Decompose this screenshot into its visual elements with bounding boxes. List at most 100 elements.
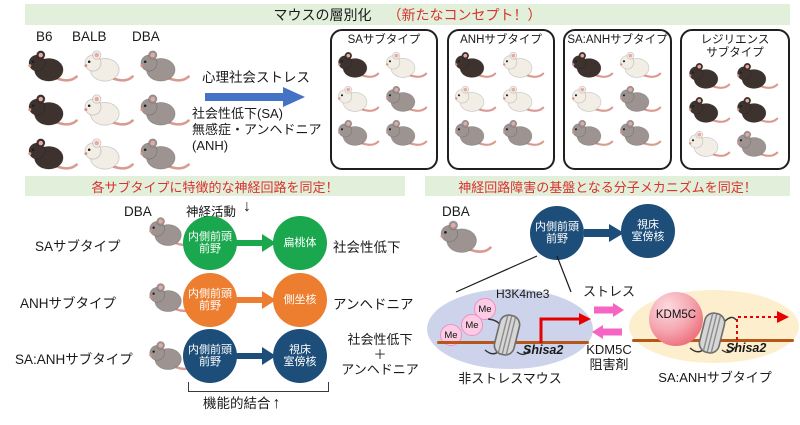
figure-title-highlight: （新たなコンセプト！） xyxy=(387,6,542,23)
mouse-icon xyxy=(503,119,545,146)
blocked-transcription-arrow-icon xyxy=(736,311,789,340)
methyl-group-icon: Me xyxy=(440,324,462,346)
brain-region-mpfc: 内側前頭前野 xyxy=(183,329,237,383)
mouse-icon xyxy=(619,119,661,146)
subtype-box-sa: SAサブタイプ xyxy=(330,29,438,170)
subtype-box-title: SAサブタイプ xyxy=(347,34,421,46)
top-title-bar: マウスの層別化 （新たなコンセプト！） xyxy=(25,4,790,25)
mechanism-mouse xyxy=(438,217,494,256)
circuit-arrow-icon xyxy=(236,347,276,365)
mouse-icon xyxy=(149,341,196,371)
strain-label-balb: BALB xyxy=(72,29,107,44)
mouse-icon xyxy=(503,51,545,78)
mouse-icon xyxy=(140,50,190,82)
mouse-icon xyxy=(338,85,380,112)
mouse-icon xyxy=(28,50,78,82)
brain-region-mpfc: 内側前頭前野 xyxy=(183,216,237,270)
circuit-outcome-sa-anh: 社会性低下 ＋ アンヘドニア xyxy=(341,332,419,377)
mouse-icon xyxy=(84,50,134,82)
functional-coupling-label: 機能的結合 ↑ xyxy=(203,395,281,412)
mouse-icon xyxy=(455,119,497,146)
subtype-mice-grid xyxy=(332,49,436,148)
mouse-icon xyxy=(28,94,78,126)
stress-label: 心理社会ストレス xyxy=(202,70,310,85)
circuit-outcome-sa: 社会性低下 xyxy=(333,240,401,255)
brain-region-pvt: 視床室傍核 xyxy=(273,329,327,383)
circuits-strain-label: DBA xyxy=(124,204,152,219)
circuit-arrow-icon xyxy=(236,291,276,309)
strain-label-b6: B6 xyxy=(36,29,53,44)
stress-right-arrow-icon xyxy=(594,303,624,317)
subtype-box-sa-anh: SA:ANHサブタイプ xyxy=(563,29,672,170)
functional-coupling-bracket xyxy=(188,382,329,392)
zoom-indicator-lines xyxy=(455,255,572,293)
mouse-icon xyxy=(571,85,613,112)
mechanism-header: 神経回路障害の基盤となる分子メカニズムを同定！ xyxy=(458,179,757,195)
mechanism-header-bar: 神経回路障害の基盤となる分子メカニズムを同定！ xyxy=(425,176,790,196)
mouse-icon xyxy=(737,96,779,123)
subtype-mice-grid xyxy=(449,49,553,148)
mouse-icon xyxy=(689,130,731,157)
strain-label-dba: DBA xyxy=(132,29,160,44)
circuit-row-mouse xyxy=(147,214,197,248)
down-arrow-icon: ↓ xyxy=(243,198,251,215)
circuits-header-bar: 各サブタイプに特徴的な神経回路を同定！ xyxy=(25,176,405,196)
stress-outcome-text: 社会性低下(SA) 無感症・アンヘドニア (ANH) xyxy=(192,106,322,153)
brain-region-mpfc: 内側前頭前野 xyxy=(530,206,584,260)
mouse-icon xyxy=(619,51,661,78)
right-cell-caption: SA:ANHサブタイプ xyxy=(658,370,772,385)
brain-region-mpfc: 内側前頭前野 xyxy=(183,273,237,327)
subtype-box-title: ANHサブタイプ xyxy=(460,34,542,46)
mouse-icon xyxy=(440,220,492,253)
subtype-box-anh: ANHサブタイプ xyxy=(447,29,555,170)
circuit-row-mouse xyxy=(147,338,197,372)
circuit-row-label-sa-anh: SA:ANHサブタイプ xyxy=(15,352,133,367)
brain-region-amygdala: 扁桃体 xyxy=(273,216,327,270)
inhibitor-label: KDM5C 阻害剤 xyxy=(586,342,632,372)
mechanism-strain-label: DBA xyxy=(442,204,470,219)
mouse-icon xyxy=(140,94,190,126)
mouse-icon xyxy=(149,283,196,313)
mouse-icon xyxy=(737,130,779,157)
histone-mark-label: H3K4me3 xyxy=(496,287,550,301)
circuit-row-label-anh: ANHサブタイプ xyxy=(20,296,117,311)
mouse-icon xyxy=(503,85,545,112)
brain-region-pvt: 視床室傍核 xyxy=(621,204,675,258)
stress-mid-label: ストレス xyxy=(582,284,635,299)
methyl-group-icon: Me xyxy=(474,298,496,320)
mouse-icon xyxy=(737,62,779,89)
mouse-icon xyxy=(571,51,613,78)
figure-title: マウスの層別化 xyxy=(273,6,372,23)
mouse-icon xyxy=(619,85,661,112)
mouse-icon xyxy=(84,94,134,126)
neural-activity-label: 神経活動 xyxy=(186,205,237,219)
left-cell-caption: 非ストレスマウス xyxy=(458,371,562,386)
inhibitor-left-arrow-icon xyxy=(592,325,622,339)
mouse-icon xyxy=(338,51,380,78)
gene-label-shisa2: Shisa2 xyxy=(726,341,767,355)
methyl-group-icon: Me xyxy=(461,314,483,336)
mouse-icon xyxy=(28,138,78,170)
subtype-box-title: レジリエンス サブタイプ xyxy=(700,34,770,59)
mouse-icon xyxy=(149,217,196,247)
up-arrow-icon: ↑ xyxy=(272,395,281,412)
nucleosome-icon xyxy=(689,312,737,354)
circuit-row-label-sa: SAサブタイプ xyxy=(35,239,121,254)
subtype-mice-grid xyxy=(565,49,670,148)
mouse-icon xyxy=(455,51,497,78)
mouse-icon xyxy=(386,119,428,146)
circuit-arrow-icon xyxy=(236,234,276,252)
subtype-mice-grid xyxy=(682,60,788,159)
mouse-icon xyxy=(455,85,497,112)
brain-region-nucleus-accumbens: 側坐核 xyxy=(273,273,327,327)
mouse-icon xyxy=(571,119,613,146)
circuit-row-mouse xyxy=(147,280,197,314)
circuits-header: 各サブタイプに特徴的な神経回路を同定！ xyxy=(91,179,339,195)
stress-arrow-icon xyxy=(205,87,305,107)
mouse-icon xyxy=(338,119,380,146)
subtype-box-title: SA:ANHサブタイプ xyxy=(567,34,668,46)
mouse-icon xyxy=(689,62,731,89)
subtype-box-resilience: レジリエンス サブタイプ xyxy=(680,29,790,170)
mouse-icon xyxy=(386,51,428,78)
